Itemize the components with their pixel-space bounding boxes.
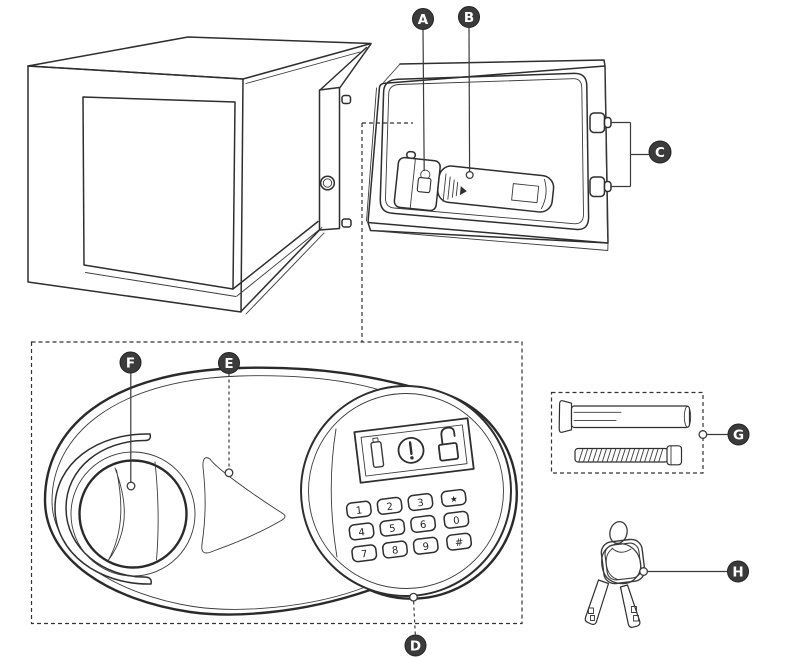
key-4 [348, 522, 375, 541]
callout-e: E [218, 352, 240, 374]
key-2-label: 2 [386, 501, 394, 513]
key-3-label: 3 [417, 498, 425, 510]
keyhole-cover [201, 457, 286, 554]
callout-d-letter: D [410, 638, 421, 654]
safe-box [27, 36, 372, 315]
key-5-label: 5 [389, 523, 397, 535]
panel-outline [43, 366, 518, 616]
callout-b: B [458, 6, 480, 28]
callout-h-letter: H [732, 564, 743, 580]
key-8-label: 8 [391, 545, 399, 557]
key-star [440, 488, 467, 508]
key-8 [381, 540, 409, 559]
key-1 [345, 500, 372, 519]
callout-a: A [412, 8, 434, 30]
locking-bolts [589, 112, 612, 198]
callout-f: F [119, 351, 142, 374]
key-star-label: ★ [450, 494, 459, 505]
bolt-hole [319, 175, 336, 191]
detail-frame [30, 341, 523, 625]
callout-leaders [361, 27, 649, 342]
mounting-screw [574, 445, 683, 466]
hinge-bottom [341, 218, 352, 228]
callout-c: C [648, 140, 672, 164]
callout-g-letter: G [733, 427, 744, 443]
handle-recess [54, 433, 152, 585]
key-3 [407, 492, 434, 512]
key-1-label: 1 [355, 505, 363, 517]
lcd-display [353, 417, 475, 484]
emergency-keys [584, 520, 728, 628]
knob [70, 451, 196, 577]
control-panel-detail: 1 2 3 ★ 4 5 6 0 7 8 9 # [30, 341, 523, 635]
battery-slot [511, 183, 540, 204]
key-0 [443, 510, 470, 529]
mounting-hardware [550, 391, 728, 474]
buzzer-icon [442, 173, 467, 202]
reset-button [465, 170, 474, 180]
key-7-label: 7 [361, 549, 369, 561]
battery-compartment [393, 150, 555, 213]
alert-icon [397, 436, 425, 464]
unlock-icon [437, 426, 460, 462]
callout-c-letter: C [655, 145, 665, 161]
wall-anchor [558, 400, 692, 433]
callout-f-letter: F [126, 355, 135, 371]
battery-icon [370, 437, 385, 468]
callout-a-letter: A [418, 12, 429, 28]
keypad: 1 2 3 ★ 4 5 6 0 7 8 9 # [345, 488, 473, 563]
key-2 [376, 496, 403, 515]
callout-h: H [727, 560, 749, 583]
key-4-label: 4 [358, 527, 366, 539]
key-hash-label: # [454, 537, 464, 549]
key-hash [446, 532, 473, 551]
callout-g: G [727, 423, 750, 446]
callout-labels: A B C D E F G H [119, 6, 750, 657]
key-9 [412, 536, 439, 555]
lock-icon [416, 169, 432, 194]
key-7 [351, 544, 378, 563]
key-5 [379, 518, 406, 537]
callout-d: D [404, 634, 427, 657]
callout-b-letter: B [464, 10, 474, 26]
callout-e-letter: E [224, 356, 233, 372]
keypad-pod: 1 2 3 ★ 4 5 6 0 7 8 9 # [300, 385, 512, 597]
key-6 [410, 514, 437, 533]
compartment-body [437, 165, 555, 213]
key-9-label: 9 [422, 541, 430, 553]
key-6-label: 6 [419, 520, 427, 532]
door-inner-side [366, 59, 612, 251]
hinge-top [341, 94, 352, 105]
key-0-label: 0 [453, 515, 461, 527]
key-blades [584, 579, 641, 628]
